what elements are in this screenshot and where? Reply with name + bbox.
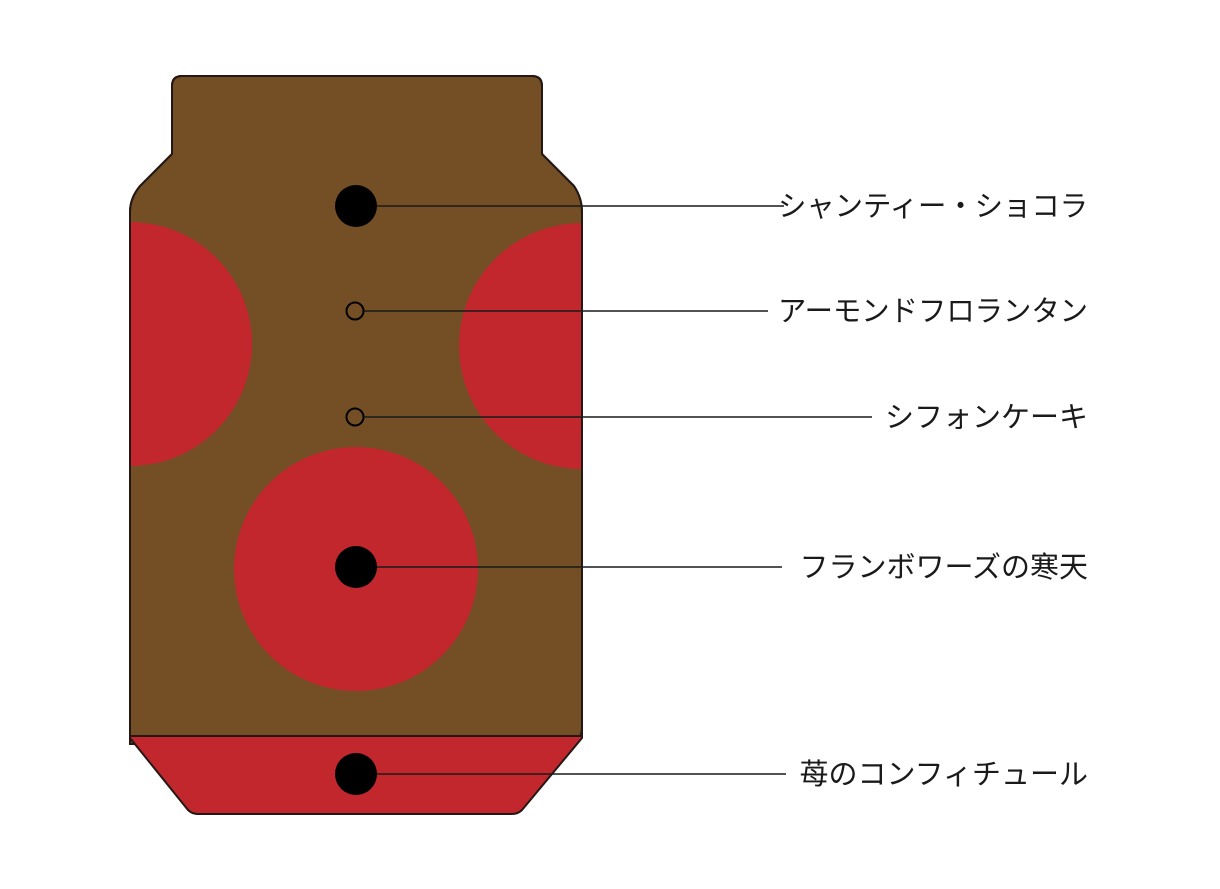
cake-body-outline: [129, 75, 583, 736]
layer-chantilly-chocolat: シャンティー・ショコラ: [335, 185, 1088, 227]
layer-chiffon-cake: シフォンケーキ: [345, 400, 1088, 434]
layer-almond-florentin: アーモンドフロランタン: [345, 294, 1088, 328]
layer-annotations: シャンティー・ショコラ アーモンドフロランタン シフォンケーキ フランボワーズの…: [335, 185, 1088, 795]
marker-dot-hollow: [345, 301, 365, 321]
layer-label: フランボワーズの寒天: [799, 550, 1088, 584]
raspberry-circle-right: [459, 223, 582, 469]
layer-framboise-kanten: フランボワーズの寒天: [335, 546, 1088, 588]
raspberry-circle-left: [130, 222, 252, 466]
marker-dot-hollow: [345, 407, 365, 427]
layer-strawberry-confiture: 苺のコンフィチュール: [335, 753, 1088, 795]
layer-label: シフォンケーキ: [885, 400, 1088, 434]
layer-label: アーモンドフロランタン: [778, 294, 1088, 328]
marker-dot-filled: [335, 546, 377, 588]
marker-dot-filled: [335, 185, 377, 227]
marker-dot-filled: [335, 753, 377, 795]
layer-label: シャンティー・ショコラ: [778, 189, 1088, 223]
layer-label: 苺のコンフィチュール: [799, 757, 1088, 791]
